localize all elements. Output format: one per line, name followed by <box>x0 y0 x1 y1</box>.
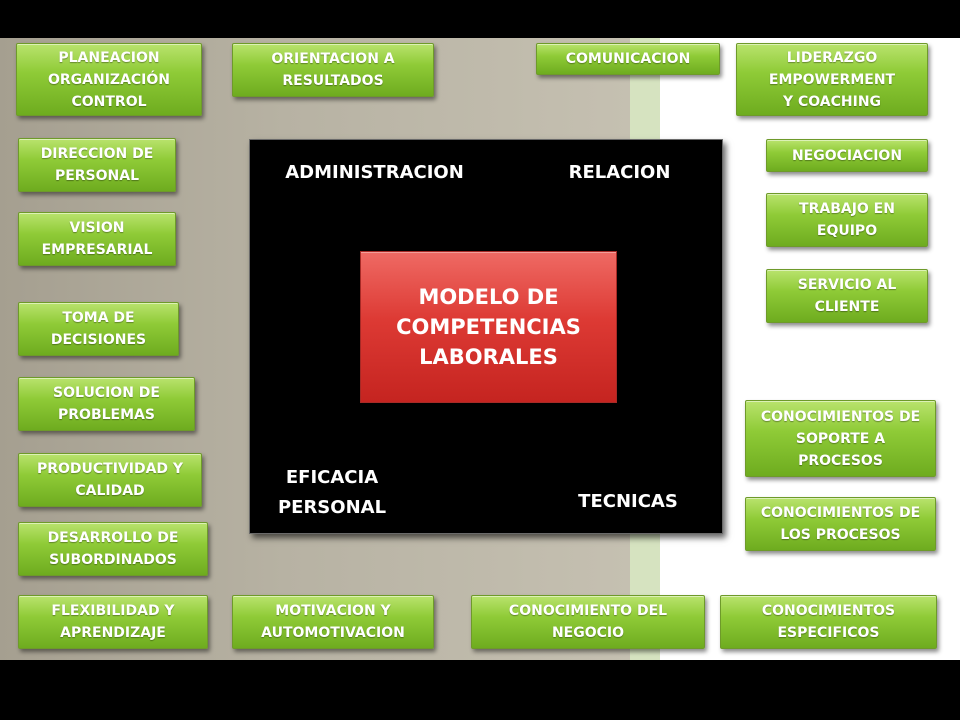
slide: PLANEACION ORGANIZACIÓN CONTROL ORIENTAC… <box>0 38 960 660</box>
box-trabajo: TRABAJO EN EQUIPO <box>766 193 928 247</box>
box-comunicacion: COMUNICACION <box>536 43 720 75</box>
box-conocimiento-negocio: CONOCIMIENTO DEL NEGOCIO <box>471 595 705 649</box>
quadrant-eficacia-personal: EFICACIA PERSONAL <box>277 467 387 518</box>
box-desarrollo: DESARROLLO DE SUBORDINADOS <box>18 522 208 576</box>
box-conocimientos-soporte: CONOCIMIENTOS DE SOPORTE A PROCESOS <box>745 400 936 477</box>
quadrant-relacion: RELACION <box>568 162 671 183</box>
box-vision: VISION EMPRESARIAL <box>18 212 176 266</box>
box-orientacion: ORIENTACION A RESULTADOS <box>232 43 434 97</box>
box-productividad: PRODUCTIVIDAD Y CALIDAD <box>18 453 202 507</box>
box-flexibilidad: FLEXIBILIDAD Y APRENDIZAJE <box>18 595 208 649</box>
box-negociacion: NEGOCIACION <box>766 139 928 172</box>
box-liderazgo: LIDERAZGO EMPOWERMENT Y COACHING <box>736 43 928 116</box>
quadrant-administracion: ADMINISTRACION <box>285 162 464 183</box>
box-toma: TOMA DE DECISIONES <box>18 302 179 356</box>
box-direccion: DIRECCION DE PERSONAL <box>18 138 176 192</box>
box-motivacion: MOTIVACION Y AUTOMOTIVACION <box>232 595 434 649</box>
core-competency-model: MODELO DE COMPETENCIAS LABORALES <box>360 251 617 403</box>
box-conocimientos-especificos: CONOCIMIENTOS ESPECIFICOS <box>720 595 937 649</box>
quadrant-tecnicas: TECNICAS <box>578 491 678 512</box>
box-solucion: SOLUCION DE PROBLEMAS <box>18 377 195 431</box>
box-conocimientos-procesos: CONOCIMIENTOS DE LOS PROCESOS <box>745 497 936 551</box>
competency-quadrant-panel <box>249 139 723 534</box>
box-planeacion: PLANEACION ORGANIZACIÓN CONTROL <box>16 43 202 116</box>
box-servicio: SERVICIO AL CLIENTE <box>766 269 928 323</box>
